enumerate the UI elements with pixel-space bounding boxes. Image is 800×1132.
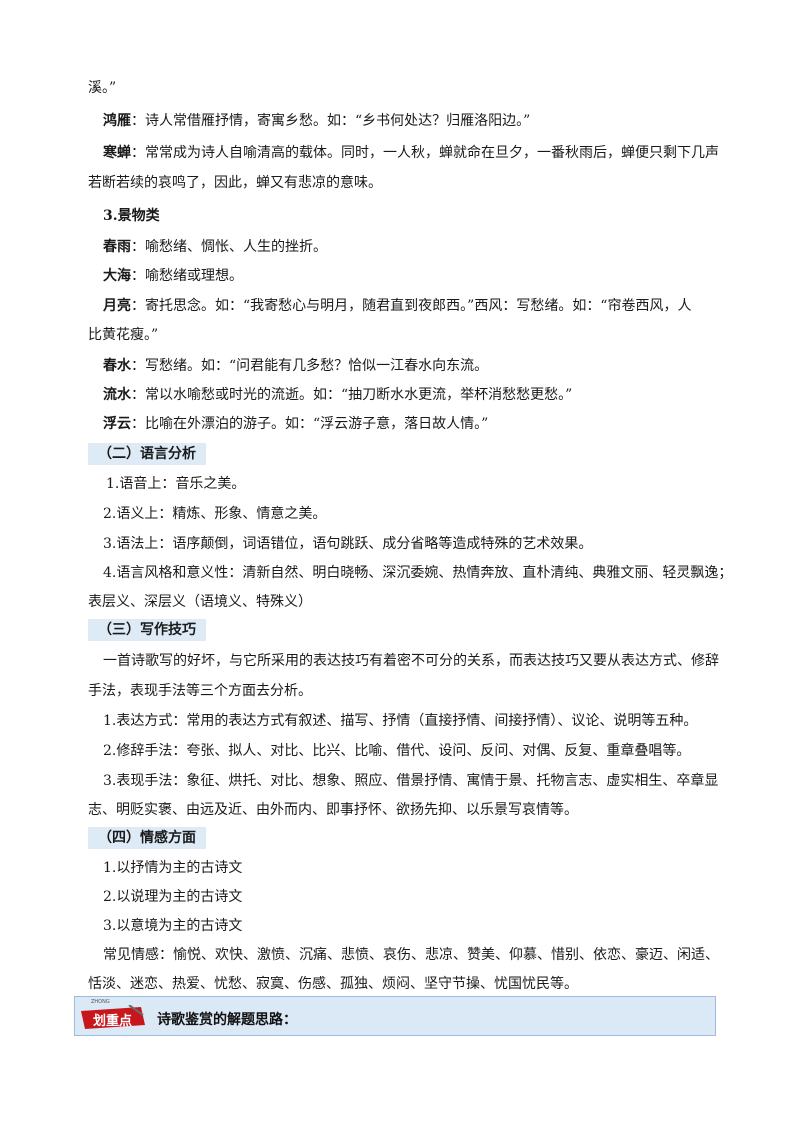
term-entry: 月亮：寄托思念。如：“我寄愁心与明月，随君直到夜郎西。”西风：写愁绪。如：“帘卷… bbox=[103, 296, 691, 316]
highlight-title: 诗歌鉴赏的解题思路： bbox=[157, 1012, 297, 1028]
term-desc-cont: 比黄花瘦。” bbox=[88, 327, 159, 343]
list-item: 3.表现手法：象征、烘托、对比、想象、照应、借景抒情、寓情于景、托物言志、虚实相… bbox=[103, 773, 719, 789]
term-desc: ：寄托思念。如：“我寄愁心与明月，随君直到夜郎西。”西风：写愁绪。如：“帘卷西风… bbox=[131, 298, 692, 314]
term-label: 春雨 bbox=[103, 239, 131, 255]
list-item: 3.语法上：语序颠倒，词语错位，语句跳跃、成分省略等造成特殊的艺术效果。 bbox=[103, 536, 593, 552]
term-entry: 鸿雁：诗人常借雁抒情，寄寓乡愁。如：“乡书何处达？归雁洛阳边。” bbox=[103, 111, 530, 131]
list-item-cont: 表层义、深层义（语境义、特殊义） bbox=[88, 594, 312, 610]
section-heading: （三）写作技巧 bbox=[88, 619, 206, 641]
section-heading: （四）情感方面 bbox=[88, 827, 206, 849]
list-item: 2.语义上：精炼、形象、情意之美。 bbox=[103, 506, 327, 522]
term-label: 浮云 bbox=[103, 416, 131, 432]
term-desc-cont: 若断若续的哀鸣了，因此，蝉又有悲凉的意味。 bbox=[88, 175, 382, 191]
term-label: 流水 bbox=[103, 387, 131, 403]
paragraph-text: 一首诗歌写的好坏，与它所采用的表达技巧有着密不可分的关系，而表达技巧又要从表达方… bbox=[103, 653, 719, 669]
term-desc: ：比喻在外漂泊的游子。如：“浮云游子意，落日故人情。” bbox=[131, 416, 489, 432]
paragraph-text: 恬淡、迷恋、热爱、忧愁、寂寞、伤感、孤独、烦闷、坚守节操、忧国忧民等。 bbox=[88, 976, 578, 992]
paragraph-text: 溪。” bbox=[88, 80, 117, 96]
badge-small-label: ZHONG bbox=[91, 999, 110, 1005]
term-desc: ：喻愁绪、惆怅、人生的挫折。 bbox=[131, 239, 327, 255]
list-item: 2.以说理为主的古诗文 bbox=[103, 889, 243, 905]
term-desc: ：常以水喻愁或时光的流逝。如：“抽刀断水水更流，举杯消愁愁更愁。” bbox=[131, 387, 573, 403]
list-item: 4.语言风格和意义性：清新自然、明白晓畅、深沉委婉、热情奔放、直朴清纯、典雅文丽… bbox=[103, 565, 733, 581]
term-entry: 春雨：喻愁绪、惆怅、人生的挫折。 bbox=[103, 237, 327, 257]
paragraph-text: 常见情感：愉悦、欢快、激愤、沉痛、悲愤、哀伤、悲凉、赞美、仰慕、惜别、依恋、豪迈… bbox=[103, 947, 719, 963]
list-item: 1.语音上：音乐之美。 bbox=[106, 476, 246, 492]
term-entry: 流水：常以水喻愁或时光的流逝。如：“抽刀断水水更流，举杯消愁愁更愁。” bbox=[103, 385, 572, 405]
badge-label: 划重点 bbox=[93, 1014, 133, 1029]
highlight-box: 划重点 ZHONG 诗歌鉴赏的解题思路： bbox=[74, 996, 716, 1036]
term-desc: ：诗人常借雁抒情，寄寓乡愁。如：“乡书何处达？归雁洛阳边。” bbox=[131, 113, 531, 129]
list-item: 3.以意境为主的古诗文 bbox=[103, 918, 243, 934]
term-entry: 春水：写愁绪。如：“问君能有几多愁？恰似一江春水向东流。 bbox=[103, 356, 488, 376]
highlight-badge: 划重点 ZHONG bbox=[79, 999, 147, 1031]
paragraph-text: 手法，表现手法等三个方面去分析。 bbox=[88, 683, 312, 699]
term-entry: 寒蝉：常常成为诗人自喻清高的载体。同时，一人秋，蝉就命在旦夕，一番秋雨后，蝉便只… bbox=[103, 143, 719, 163]
term-label: 月亮 bbox=[103, 298, 131, 314]
term-desc: ：喻愁绪或理想。 bbox=[131, 268, 243, 284]
term-desc: ：写愁绪。如：“问君能有几多愁？恰似一江春水向东流。 bbox=[131, 358, 489, 374]
section-heading: （二）语言分析 bbox=[88, 443, 206, 465]
term-label: 鸿雁 bbox=[103, 113, 131, 129]
term-entry: 大海：喻愁绪或理想。 bbox=[103, 266, 243, 286]
term-desc: ：常常成为诗人自喻清高的载体。同时，一人秋，蝉就命在旦夕，一番秋雨后，蝉便只剩下… bbox=[131, 145, 719, 161]
list-item: 2.修辞手法：夸张、拟人、对比、比兴、比喻、借代、设问、反问、对偶、反复、重章叠… bbox=[103, 743, 691, 759]
term-entry: 浮云：比喻在外漂泊的游子。如：“浮云游子意，落日故人情。” bbox=[103, 414, 488, 434]
term-label: 寒蝉 bbox=[103, 145, 131, 161]
term-label: 大海 bbox=[103, 268, 131, 284]
term-label: 春水 bbox=[103, 358, 131, 374]
badge-shape-icon bbox=[81, 1004, 145, 1029]
list-item: 1.表达方式：常用的表达方式有叙述、描写、抒情（直接抒情、间接抒情）、议论、说明… bbox=[103, 713, 698, 729]
subheading-text: 3.景物类 bbox=[103, 208, 160, 224]
list-item-cont: 志、明贬实褒、由远及近、由外而内、即事抒怀、欲扬先抑、以乐景写哀情等。 bbox=[88, 802, 578, 818]
list-item: 1.以抒情为主的古诗文 bbox=[103, 860, 243, 876]
